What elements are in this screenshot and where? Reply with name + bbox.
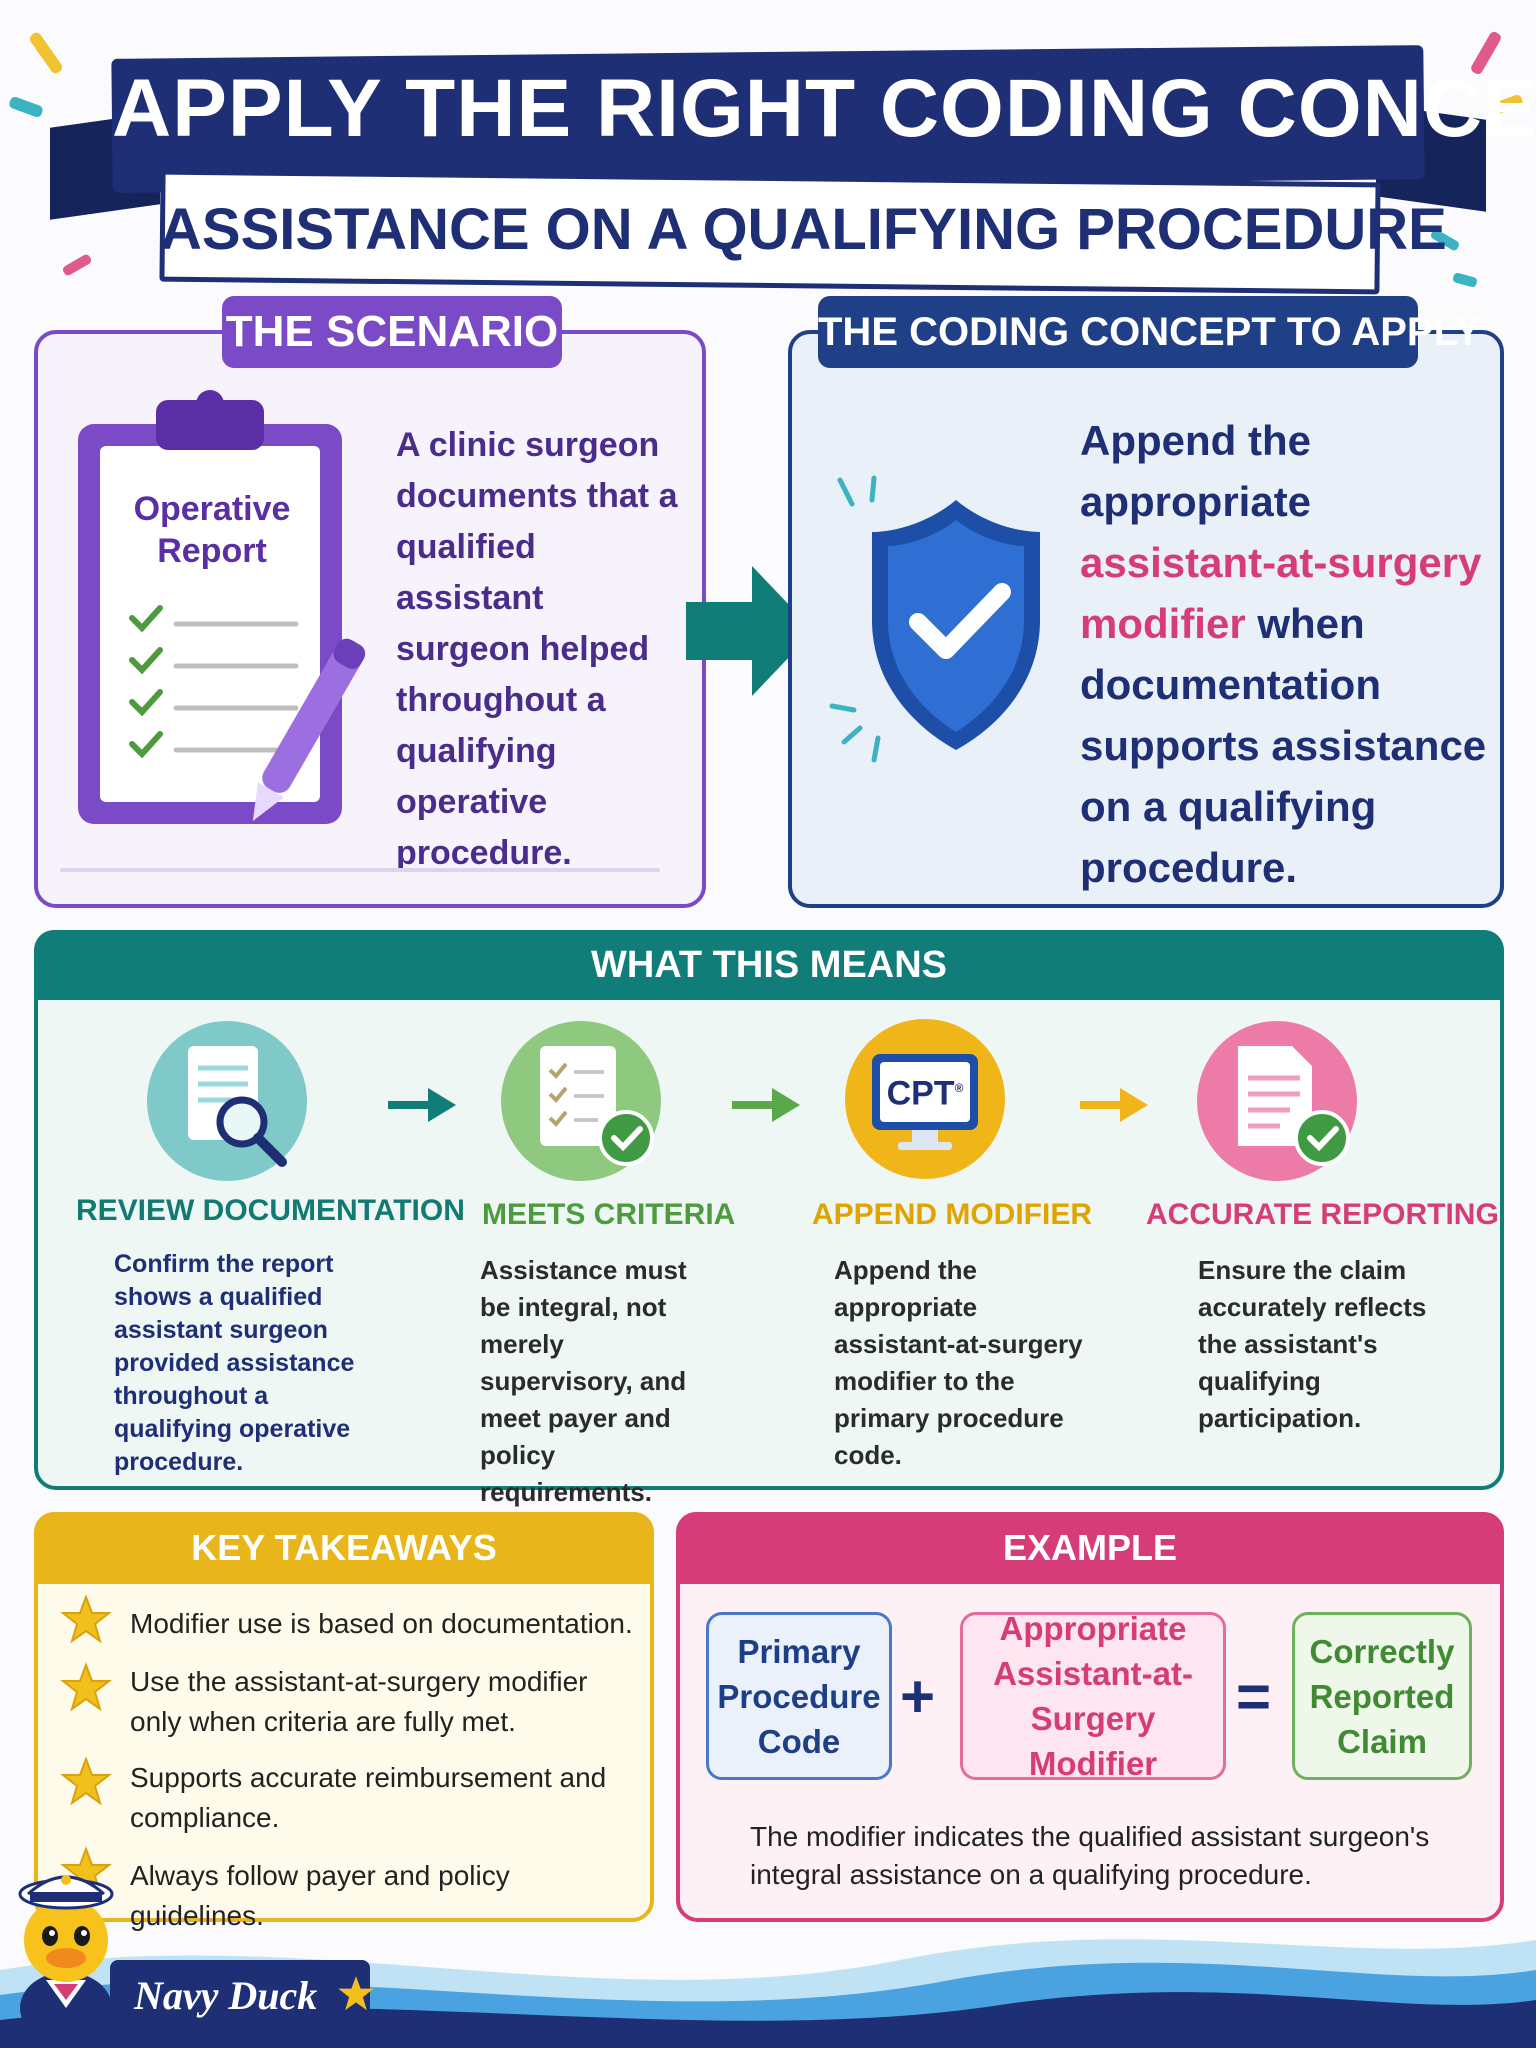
page-title: APPLY THE RIGHT CODING CONCEPT xyxy=(112,63,1536,154)
duck-mascot-icon xyxy=(18,1875,114,2044)
takeaway-item-1: Modifier use is based on documentation. xyxy=(130,1608,633,1639)
primary-procedure-code-box: Primary Procedure Code xyxy=(706,1612,892,1780)
step-title-reporting: ACCURATE REPORTING xyxy=(1146,1198,1499,1231)
clipboard-title-line2: Report xyxy=(157,532,267,570)
example-note: The modifier indicates the qualified ass… xyxy=(750,1821,1430,1890)
arrow-right-icon xyxy=(686,566,814,696)
shield-check-icon xyxy=(829,475,1040,763)
step-text-review: Confirm the report shows a qualified ass… xyxy=(114,1250,355,1476)
clipboard-title-line1: Operative xyxy=(133,490,291,528)
modifier-box: Appropriate Assistant-at-Surgery Modifie… xyxy=(960,1610,1226,1782)
scenario-text: A clinic surgeon documents that a qualif… xyxy=(396,426,678,872)
brand-name: Navy Duck xyxy=(134,1973,318,2018)
step-title-append: APPEND MODIFIER xyxy=(812,1198,1093,1231)
scenario-divider xyxy=(60,868,660,872)
cpt-monitor-icon xyxy=(845,1019,1005,1179)
checklist-icon xyxy=(501,1021,661,1181)
step-arrow-2-icon xyxy=(732,1088,800,1122)
clipboard-title: Operative Report xyxy=(112,488,312,572)
concept-text: Append the appropriate assistant-at-surg… xyxy=(1080,410,1490,898)
step-text-append: Append the appropriate assistant-at-surg… xyxy=(834,1255,1083,1470)
step-arrow-1-icon xyxy=(388,1088,456,1122)
takeaway-item-3: Supports accurate reimbursement and comp… xyxy=(130,1762,607,1833)
step-text-reporting: Ensure the claim accurately reflects the… xyxy=(1198,1255,1427,1433)
concept-text-part2: when documentation supports assistance o… xyxy=(1080,600,1487,891)
step-title-review: REVIEW DOCUMENTATION xyxy=(76,1194,465,1227)
document-approved-icon xyxy=(1197,1021,1357,1181)
cpt-label-text: CPT xyxy=(886,1074,955,1113)
cpt-registered-mark: ® xyxy=(954,1081,964,1095)
step-arrow-3-icon xyxy=(1080,1088,1148,1122)
step-title-criteria: MEETS CRITERIA xyxy=(482,1198,736,1231)
clipboard-icon xyxy=(78,390,366,824)
takeaway-item-2: Use the assistant-at-surgery modifier on… xyxy=(130,1666,588,1737)
confetti-decoration xyxy=(9,31,1523,288)
footer-wave xyxy=(0,1939,1536,2048)
concept-heading: THE CODING CONCEPT TO APPLY xyxy=(818,296,1481,368)
brand-plate xyxy=(110,1960,370,2022)
plus-sign: + xyxy=(900,1663,936,1730)
takeaway-item-4: Always follow payer and policy guideline… xyxy=(130,1860,510,1931)
what-this-means-heading: WHAT THIS MEANS xyxy=(34,930,1504,1000)
concept-text-part1: Append the appropriate xyxy=(1080,417,1312,525)
equals-sign: = xyxy=(1236,1663,1272,1730)
example-heading: EXAMPLE xyxy=(676,1512,1504,1584)
star-icon xyxy=(60,1662,112,1712)
document-search-icon xyxy=(147,1021,307,1181)
brand-star-icon xyxy=(338,1976,374,2011)
step-text-criteria: Assistance must be integral, not merely … xyxy=(480,1255,687,1507)
star-icon xyxy=(60,1756,112,1806)
star-icon xyxy=(60,1594,112,1644)
key-takeaways-heading: KEY TAKEAWAYS xyxy=(34,1512,654,1584)
correct-claim-box: Correctly Reported Claim xyxy=(1292,1612,1472,1780)
concept-text-highlight: assistant-at-surgery modifier xyxy=(1080,539,1482,647)
scenario-heading: THE SCENARIO xyxy=(222,296,562,368)
cpt-label: CPT® xyxy=(880,1068,970,1113)
page-subtitle: ASSISTANCE ON A QUALIFYING PROCEDURE xyxy=(160,197,1447,262)
